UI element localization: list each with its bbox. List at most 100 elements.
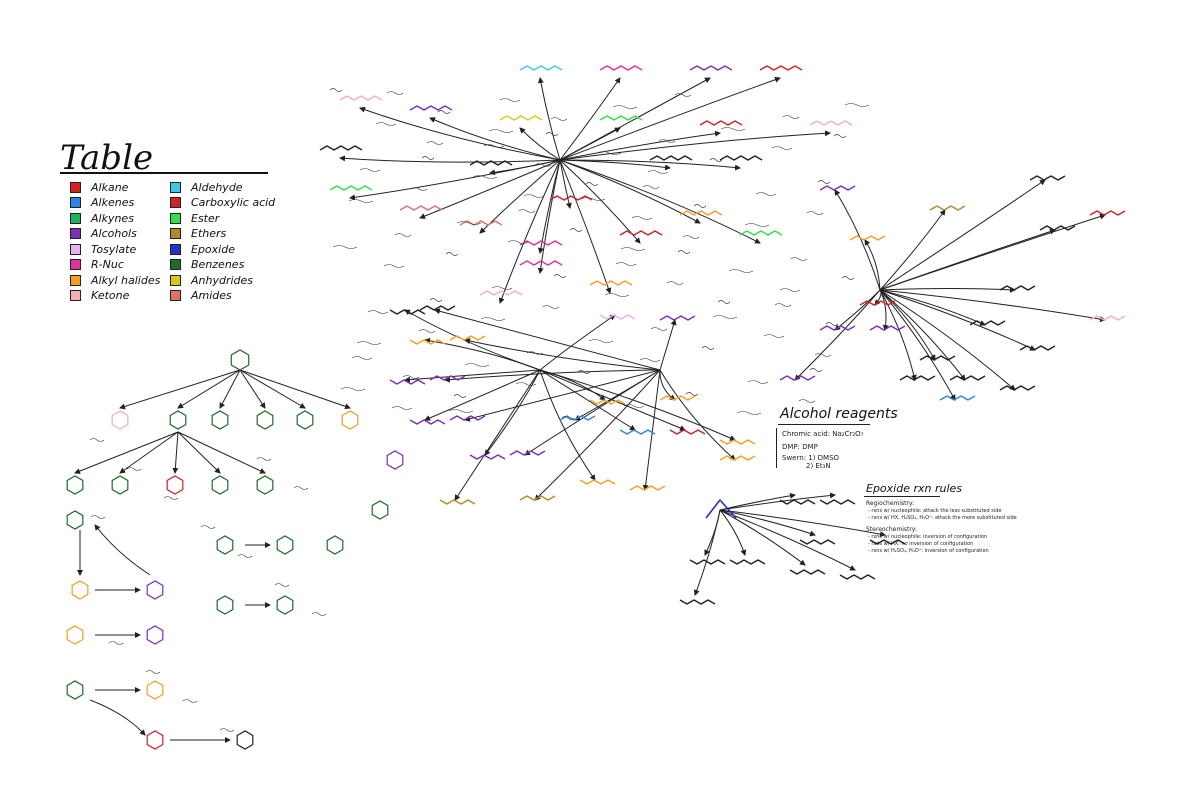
legend-item: Alcohols bbox=[70, 227, 137, 241]
molecule bbox=[549, 195, 593, 201]
reaction-arrow bbox=[879, 228, 1056, 291]
benzene-ring bbox=[71, 580, 89, 600]
alcohol-panel-border bbox=[776, 428, 777, 468]
reagent-label bbox=[833, 134, 847, 138]
legend-swatch bbox=[170, 212, 181, 224]
legend-swatch bbox=[170, 290, 181, 301]
reaction-arrow bbox=[879, 286, 1016, 293]
epoxide-rule-line: Regiochemistry: bbox=[866, 500, 915, 507]
legend-swatch bbox=[170, 259, 181, 270]
molecule bbox=[329, 185, 373, 191]
reaction-arrow bbox=[537, 159, 561, 274]
legend-label: R-Nuc bbox=[91, 258, 124, 271]
molecule bbox=[739, 230, 783, 236]
reaction-arrow bbox=[642, 369, 661, 491]
reaction-arrow bbox=[219, 369, 241, 409]
reaction-arrow bbox=[659, 369, 676, 401]
reagent-label bbox=[391, 406, 413, 410]
reagent-label bbox=[488, 129, 514, 133]
legend-label: Ester bbox=[191, 211, 220, 225]
molecule bbox=[509, 450, 546, 456]
reagent-label bbox=[728, 269, 754, 273]
benzene-ring bbox=[111, 475, 129, 495]
molecule bbox=[669, 429, 706, 435]
reaction-arrow bbox=[339, 155, 561, 163]
legend-label: Carboxylic acid bbox=[191, 196, 276, 209]
molecule bbox=[719, 455, 756, 461]
reagent-label bbox=[720, 127, 746, 131]
molecule bbox=[399, 205, 443, 211]
reagent-label bbox=[701, 346, 715, 350]
reagent-label bbox=[806, 211, 824, 215]
legend-swatch bbox=[70, 228, 81, 239]
epoxide-rule-line: Stereochemistry: bbox=[866, 526, 917, 533]
reagent-label bbox=[410, 187, 428, 191]
reaction-arrow bbox=[879, 289, 956, 401]
reagent-label bbox=[311, 612, 327, 616]
reagent-label bbox=[642, 185, 660, 189]
molecule bbox=[389, 309, 426, 315]
legend-swatch bbox=[70, 212, 81, 224]
legend-swatch bbox=[170, 181, 181, 193]
molecule bbox=[449, 335, 486, 341]
reagent-label bbox=[798, 399, 816, 403]
reagent-label bbox=[421, 156, 435, 160]
reagent-label bbox=[744, 223, 770, 227]
reaction-arrow bbox=[693, 509, 721, 596]
reaction-arrow bbox=[574, 369, 661, 421]
molecule bbox=[719, 439, 756, 445]
legend-label: Anhydrides bbox=[191, 273, 254, 287]
legend-item: R-Nuc bbox=[70, 258, 124, 272]
legend-label: Ethers bbox=[191, 227, 227, 240]
epoxide-structure bbox=[705, 499, 737, 519]
molecule bbox=[759, 65, 803, 71]
reaction-arrow bbox=[539, 369, 636, 431]
benzene-ring bbox=[169, 410, 187, 430]
reaction-arrow bbox=[359, 106, 561, 161]
reagent-label bbox=[658, 139, 676, 143]
molecule bbox=[729, 559, 766, 565]
molecule bbox=[449, 415, 486, 421]
reagent-label bbox=[182, 699, 198, 703]
reaction-arrow bbox=[489, 159, 561, 176]
benzene-ring bbox=[146, 625, 164, 645]
epoxide-title-underline bbox=[864, 496, 940, 497]
molecule bbox=[459, 220, 503, 226]
benzene-ring bbox=[166, 475, 184, 495]
molecule bbox=[469, 160, 513, 166]
reagent-label bbox=[693, 204, 707, 208]
legend-label: Amides bbox=[191, 289, 232, 302]
benzene-ring bbox=[256, 475, 274, 495]
reaction-arrow bbox=[454, 369, 541, 501]
molecule bbox=[419, 305, 456, 311]
molecule bbox=[839, 574, 876, 580]
reagent-label bbox=[402, 375, 420, 379]
molecule bbox=[659, 395, 696, 401]
reagent-label bbox=[348, 199, 374, 203]
legend-swatch bbox=[70, 181, 81, 193]
legend-label: Tosylate bbox=[91, 242, 137, 256]
molecule bbox=[819, 499, 856, 505]
reagent-label bbox=[817, 180, 831, 184]
reagent-label bbox=[507, 240, 529, 244]
molecule bbox=[819, 185, 856, 191]
reagent-label bbox=[518, 209, 536, 213]
reagent-label bbox=[499, 98, 521, 102]
reaction-arrow bbox=[89, 699, 146, 736]
reaction-arrow bbox=[539, 369, 686, 431]
reaction-arrow bbox=[559, 76, 781, 161]
reaction-arrow bbox=[719, 509, 806, 566]
reagent-label bbox=[480, 317, 506, 321]
legend-label: Alkenes bbox=[91, 196, 135, 209]
benzene-ring bbox=[111, 410, 129, 430]
molecule bbox=[429, 375, 466, 381]
reagent-label bbox=[553, 274, 567, 278]
reagent-annotations bbox=[89, 88, 870, 732]
molecule bbox=[689, 65, 733, 71]
epoxide-rule-line: - rxns w/ HX: no inversion of configurat… bbox=[868, 541, 974, 547]
legend-item: Alkane bbox=[70, 180, 128, 194]
reagent-label bbox=[585, 182, 599, 186]
epoxide-rules-title: Epoxide rxn rules bbox=[866, 482, 963, 495]
reagent-label bbox=[790, 257, 808, 261]
reaction-arrow bbox=[879, 289, 986, 326]
